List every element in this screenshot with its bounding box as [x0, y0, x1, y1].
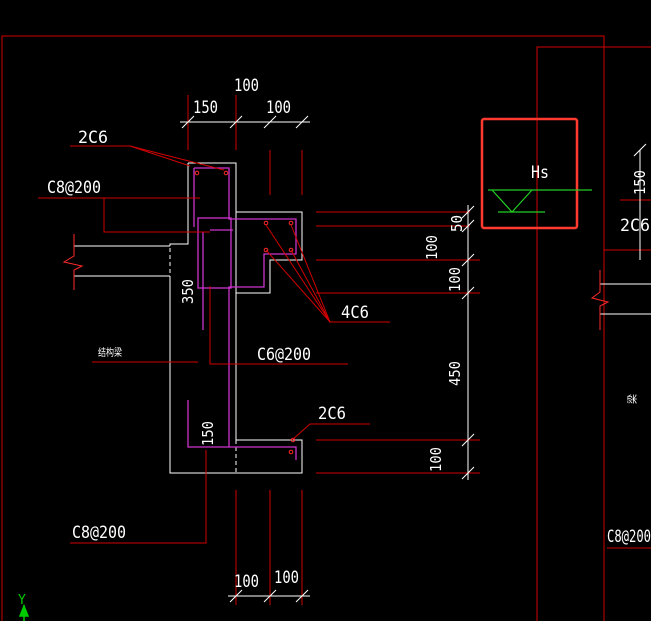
label-rebar-c8-bottom: C8@200	[72, 523, 126, 543]
dim-right-100c: 100	[427, 447, 445, 472]
concrete-outline	[169, 162, 303, 474]
label-right-2c6: 2C6	[620, 216, 650, 236]
label-right-c8: C8@200	[607, 527, 651, 547]
dim-top-total: 100	[234, 76, 259, 96]
hs-highlight-box[interactable]	[480, 117, 579, 230]
dim-right-450: 450	[446, 361, 464, 386]
label-stirrup: C6@200	[257, 345, 311, 365]
dimension-lines	[180, 115, 647, 603]
leader-lines	[38, 95, 651, 605]
label-left-note: 结构梁	[98, 346, 122, 359]
left-slab	[74, 245, 170, 277]
label-rebar-mid: 4C6	[341, 303, 369, 323]
dim-bottom-left: 100	[234, 572, 259, 592]
label-rebar-top: 2C6	[78, 128, 108, 148]
dim-top-right: 100	[266, 98, 291, 118]
label-rebar-bottom: 2C6	[318, 404, 346, 424]
dim-bottom-right: 100	[274, 568, 299, 588]
rebar-dots	[194, 170, 296, 455]
right-break-line	[590, 270, 610, 330]
dim-right-100a: 100	[423, 235, 441, 260]
y-axis-marker	[18, 603, 30, 621]
axis-y-label: Y	[18, 593, 26, 608]
left-break-line	[62, 234, 84, 290]
dim-right-100b: 100	[446, 267, 464, 292]
dim-far-right-150: 150	[631, 170, 649, 195]
level-mark-text: Hs	[531, 163, 549, 183]
level-mark	[488, 189, 592, 213]
right-slab	[600, 283, 651, 315]
dim-top-left: 150	[193, 98, 218, 118]
hidden-lines	[169, 244, 237, 473]
dim-right-50: 50	[448, 215, 466, 232]
label-rebar-c8-top: C8@200	[47, 178, 101, 198]
label-right-note: 梁	[626, 394, 639, 404]
dim-left-350: 350	[179, 279, 197, 304]
drawing-frame	[1, 35, 651, 621]
dim-bottom-150: 150	[199, 421, 217, 446]
